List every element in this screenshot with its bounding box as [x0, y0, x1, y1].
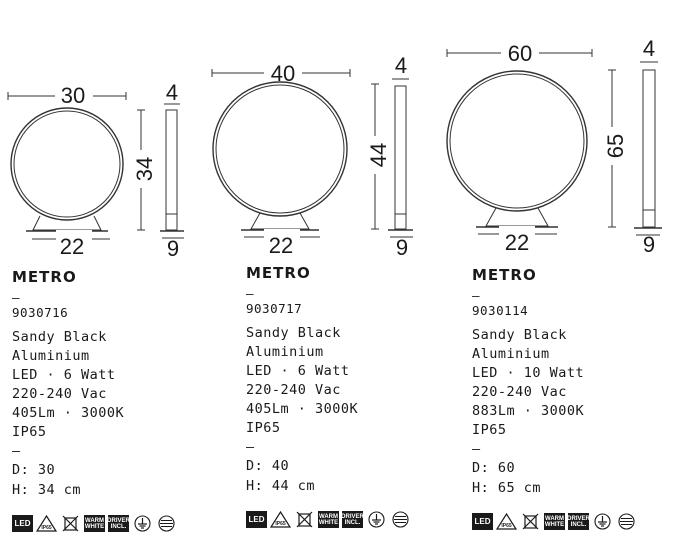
ip65-icon-label: IP65 [275, 521, 286, 527]
spec-separator: — [12, 443, 21, 459]
spec-power: LED · 6 Watt [246, 363, 350, 379]
size-height: H: 65 cm [472, 479, 542, 496]
lamp-ring-inner [449, 73, 585, 209]
base-depth-dim-label: 9 [643, 232, 655, 257]
ip65-icon: IP65 [270, 511, 291, 528]
size-diameter: D: 30 [12, 462, 56, 478]
spec-list: Sandy Black Aluminium LED · 6 Watt 220-2… [246, 324, 358, 457]
spec-voltage: 220-240 Vac [472, 384, 567, 400]
base-depth-dim-label: 9 [167, 236, 179, 261]
depth-dim-label: 4 [643, 36, 655, 61]
diameter-dim-label: 60 [508, 41, 532, 66]
dimmer-icon [390, 511, 411, 528]
spec-power: LED · 6 Watt [12, 367, 116, 383]
height-dim-label: 65 [603, 134, 628, 158]
spec-power: LED · 10 Watt [472, 365, 585, 381]
lamp-ring [10, 107, 124, 221]
spec-finish: Sandy Black [246, 325, 341, 341]
class-ground-icon [132, 515, 153, 532]
base-width-dim-label: 22 [60, 234, 84, 259]
product-2-drawing: 40 22 44 4 9 [211, 53, 413, 260]
diameter-dim-label: 30 [61, 83, 85, 108]
spec-ip: IP65 [246, 420, 281, 436]
lamp-ring-inner [215, 84, 345, 214]
size-diameter: D: 60 [472, 460, 516, 476]
ip65-icon: IP65 [496, 513, 517, 530]
led-icon: LED [472, 513, 493, 530]
product-code: — 9030717 [246, 286, 303, 316]
base-depth-dim-label: 9 [396, 235, 408, 260]
lamp-ring [212, 81, 348, 217]
no-bin-icon [60, 515, 81, 532]
product-3-drawing: 60 22 65 4 9 [446, 36, 662, 257]
class-ground-icon [366, 511, 387, 528]
product-name: METRO [472, 266, 537, 284]
spec-separator: — [246, 439, 255, 455]
depth-dim-label: 4 [166, 80, 178, 105]
height-dim-label: 44 [366, 143, 391, 167]
size-list: D: 60 H: 65 cm [472, 459, 541, 498]
spec-material: Aluminium [12, 348, 90, 364]
spec-finish: Sandy Black [472, 327, 567, 343]
product-name: METRO [246, 264, 311, 282]
led-icon: LED [12, 515, 33, 532]
no-bin-icon [520, 513, 541, 530]
spec-lumen: 405Lm · 3000K [246, 401, 359, 417]
spec-ip: IP65 [12, 424, 47, 440]
dimmer-icon [616, 513, 637, 530]
lamp-side-view [165, 109, 178, 231]
lamp-ring [446, 70, 588, 212]
product-1-drawing: 30 22 34 4 9 [7, 80, 184, 261]
spec-material: Aluminium [246, 344, 324, 360]
product-code: — 9030114 [472, 288, 529, 318]
size-list: D: 30 H: 34 cm [12, 461, 81, 500]
spec-list: Sandy Black Aluminium LED · 6 Watt 220-2… [12, 328, 124, 461]
led-icon: LED [246, 511, 267, 528]
size-diameter: D: 40 [246, 458, 290, 474]
spec-lumen: 405Lm · 3000K [12, 405, 125, 421]
base-width-dim-label: 22 [505, 230, 529, 255]
spec-voltage: 220-240 Vac [12, 386, 107, 402]
ip65-icon: IP65 [36, 515, 57, 532]
lamp-side-view [394, 85, 407, 230]
spec-finish: Sandy Black [12, 329, 107, 345]
height-dim-label: 34 [132, 157, 157, 181]
spec-separator: — [472, 441, 481, 457]
ip65-icon-label: IP65 [41, 525, 52, 531]
dimmer-icon [156, 515, 177, 532]
product-code: — 9030716 [12, 290, 69, 320]
ip65-icon-label: IP65 [501, 523, 512, 529]
spec-material: Aluminium [472, 346, 550, 362]
size-height: H: 44 cm [246, 477, 316, 494]
spec-ip: IP65 [472, 422, 507, 438]
lamp-side-view [642, 69, 656, 228]
base-width-dim-label: 22 [269, 233, 293, 258]
product-name: METRO [12, 268, 77, 286]
spec-voltage: 220-240 Vac [246, 382, 341, 398]
no-bin-icon [294, 511, 315, 528]
spec-lumen: 883Lm · 3000K [472, 403, 585, 419]
size-list: D: 40 H: 44 cm [246, 457, 315, 496]
size-height: H: 34 cm [12, 481, 82, 498]
spec-list: Sandy Black Aluminium LED · 10 Watt 220-… [472, 326, 584, 459]
depth-dim-label: 4 [395, 53, 407, 78]
lamp-ring-inner [13, 110, 121, 218]
class-ground-icon [592, 513, 613, 530]
